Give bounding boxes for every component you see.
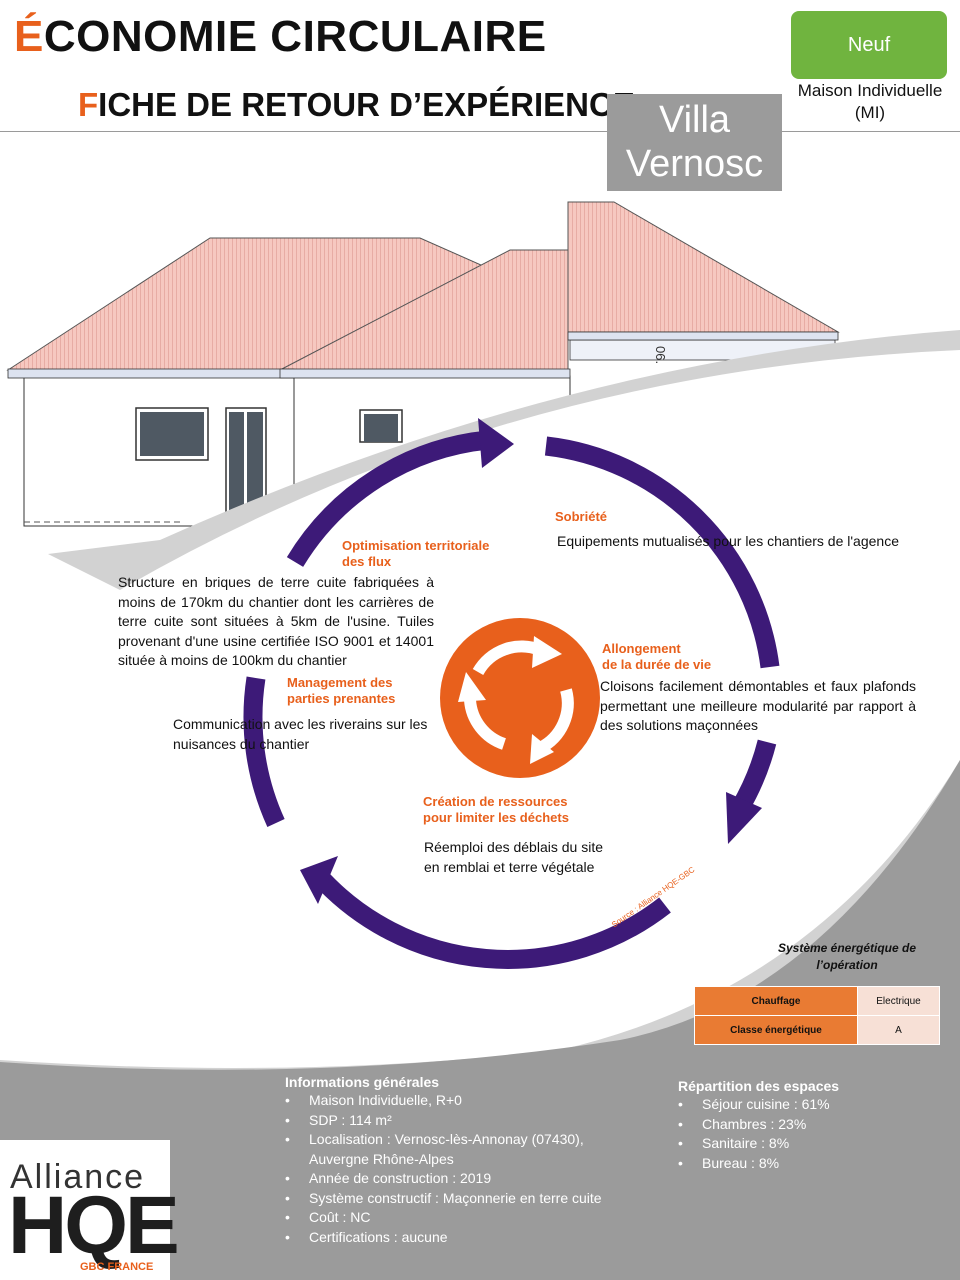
category-optimisation-title-line1: Optimisation territoriale (342, 538, 490, 553)
category-allongement-title-line1: Allongement (602, 641, 681, 656)
category-sobriete-title: Sobriété (555, 509, 608, 524)
energy-section-title: Système énergétique de l’opération (777, 941, 917, 972)
spaces-section: Répartition des espaces Séjour cuisine :… (678, 1078, 928, 1173)
logo-hqe-text: HQE (8, 1180, 180, 1271)
category-management-text: Communication avec les riverains sur les… (173, 716, 428, 752)
project-name-line1: Villa (658, 99, 731, 141)
cycle-diagram (243, 430, 780, 969)
page-title: ÉCONOMIE CIRCULAIRE (14, 12, 547, 61)
recycle-arrows-icon (440, 618, 600, 778)
category-management-title-line1: Management des (287, 675, 393, 690)
category-creation-title: Création de ressources pour limiter les … (423, 794, 569, 826)
category-sobriete-text: Equipements mutualisés pour les chantier… (557, 533, 899, 549)
table-row: Classe énergétique A (694, 1015, 940, 1045)
status-badge: Neuf (791, 11, 947, 79)
energy-table: Chauffage Electrique Classe énergétique … (694, 986, 940, 1045)
list-item: SDP : 114 m² (285, 1111, 625, 1131)
building-type-line2: (MI) (854, 103, 886, 122)
list-item: Localisation : Vernosc-lès-Annonay (0743… (285, 1130, 625, 1169)
logo-gbc-text: GBC FRANCE (80, 1261, 154, 1273)
table-row: Chauffage Electrique (694, 986, 940, 1016)
building-type: Maison Individuelle (MI) (788, 80, 952, 124)
category-creation-text: Réemploi des déblais du site en remblai … (424, 839, 603, 875)
energy-class-value: A (857, 1015, 940, 1045)
category-allongement-title: Allongement de la durée de vie (602, 641, 711, 673)
category-creation-title-line2: pour limiter les déchets (423, 810, 569, 825)
energy-class-label: Classe énergétique (694, 1015, 858, 1045)
general-info-section: Informations générales Maison Individuel… (285, 1074, 625, 1247)
logo-alliance-text: Alliance (10, 1158, 146, 1196)
category-creation-title-line1: Création de ressources (423, 794, 568, 809)
list-item: Système constructif : Maçonnerie en terr… (285, 1189, 625, 1209)
list-item: Sanitaire : 8% (678, 1134, 928, 1154)
list-item: Bureau : 8% (678, 1154, 928, 1174)
project-name-box: Villa Vernosc (607, 94, 782, 191)
list-item: Séjour cuisine : 61% (678, 1095, 928, 1115)
list-item: Chambres : 23% (678, 1115, 928, 1135)
list-item: Certifications : aucune (285, 1228, 625, 1248)
spaces-list: Séjour cuisine : 61% Chambres : 23% Sani… (678, 1095, 928, 1173)
category-allongement-text: Cloisons facilement démontables et faux … (600, 678, 916, 733)
list-item: Coût : NC (285, 1208, 625, 1228)
header-divider (0, 131, 960, 132)
energy-heating-label: Chauffage (694, 986, 858, 1016)
svg-text:06.: 06. (653, 346, 668, 364)
spaces-title: Répartition des espaces (678, 1078, 840, 1094)
building-type-line1: Maison Individuelle (797, 81, 943, 100)
category-optimisation-title-line2: des flux (342, 554, 392, 569)
category-optimisation-text: Structure en briques de terre cuite fabr… (118, 574, 434, 668)
general-info-list: Maison Individuelle, R+0 SDP : 114 m² Lo… (285, 1091, 625, 1247)
page-subtitle: FICHE DE RETOUR D’EXPÉRIENCE (78, 86, 635, 123)
category-management-title: Management des parties prenantes (287, 675, 395, 707)
category-allongement-title-line2: de la durée de vie (602, 657, 712, 672)
list-item: Année de construction : 2019 (285, 1169, 625, 1189)
cycle-arrowheads (300, 418, 762, 904)
category-management-title-line2: parties prenantes (287, 691, 396, 706)
category-optimisation-title: Optimisation territoriale des flux (342, 538, 489, 570)
list-item: Maison Individuelle, R+0 (285, 1091, 625, 1111)
project-name-line2: Vernosc (625, 143, 764, 185)
general-info-title: Informations générales (285, 1074, 440, 1090)
energy-heating-value: Electrique (857, 986, 940, 1016)
